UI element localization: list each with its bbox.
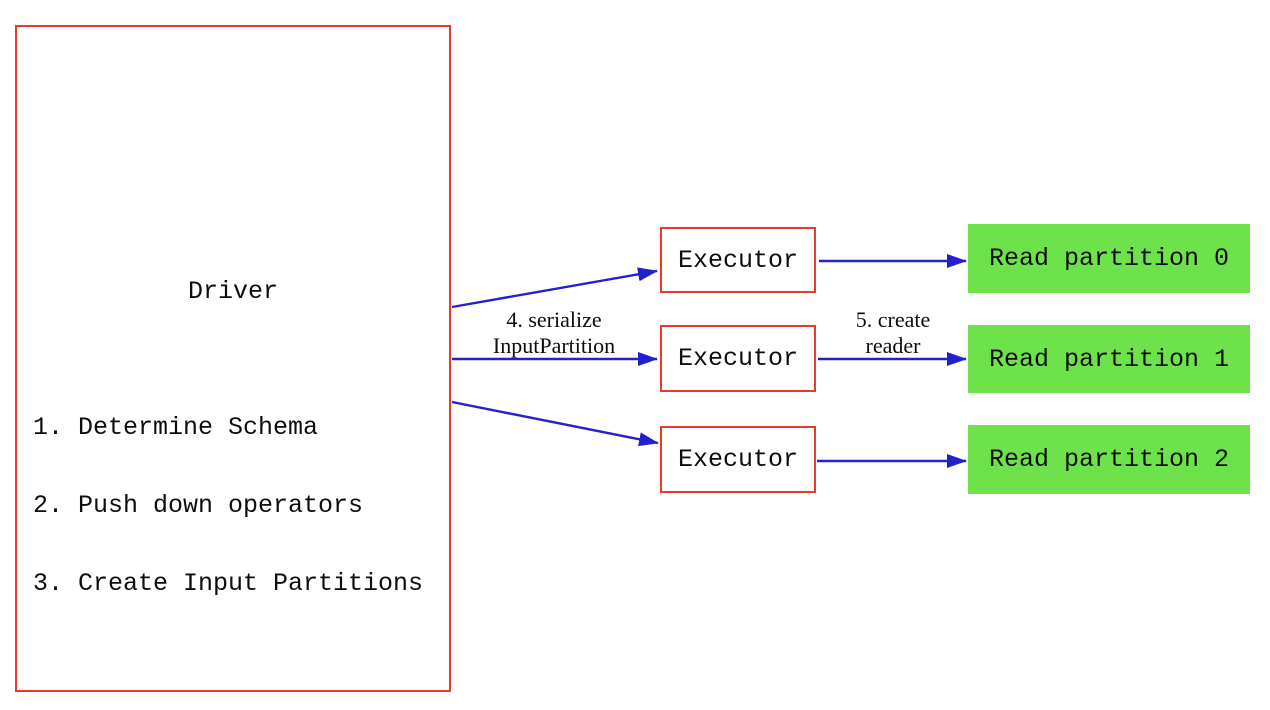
read-partition-node-1: Read partition 1 xyxy=(968,325,1250,393)
edge-label-reader-line2: reader xyxy=(865,333,921,358)
executor-node-3: Executor xyxy=(660,426,816,493)
arrow-driver-to-executor-3 xyxy=(451,400,659,447)
executor-node-2: Executor xyxy=(660,325,816,392)
arrow-driver-to-executor-1 xyxy=(451,267,658,309)
driver-node: Driver 1. Determine Schema 2. Push down … xyxy=(15,25,451,692)
read-partition-node-2: Read partition 2 xyxy=(968,425,1250,494)
edge-label-reader-line1: 5. create xyxy=(855,307,931,332)
read-partition-node-0: Read partition 0 xyxy=(968,224,1250,293)
driver-step-3: 3. Create Input Partitions xyxy=(33,569,424,598)
edge-label-create-reader: 5. create reader xyxy=(823,307,963,359)
driver-title: Driver xyxy=(187,277,278,306)
edge-label-serialize-line1: 4. serialize xyxy=(506,307,602,332)
executor-node-1: Executor xyxy=(660,227,816,293)
edge-label-serialize-inputpartition: 4. serialize InputPartition xyxy=(448,307,660,359)
driver-step-1: 1. Determine Schema xyxy=(33,413,319,442)
edge-label-serialize-line2: InputPartition xyxy=(492,333,616,358)
driver-steps: 1. Determine Schema 2. Push down operato… xyxy=(33,363,423,649)
driver-step-2: 2. Push down operators xyxy=(33,491,364,520)
